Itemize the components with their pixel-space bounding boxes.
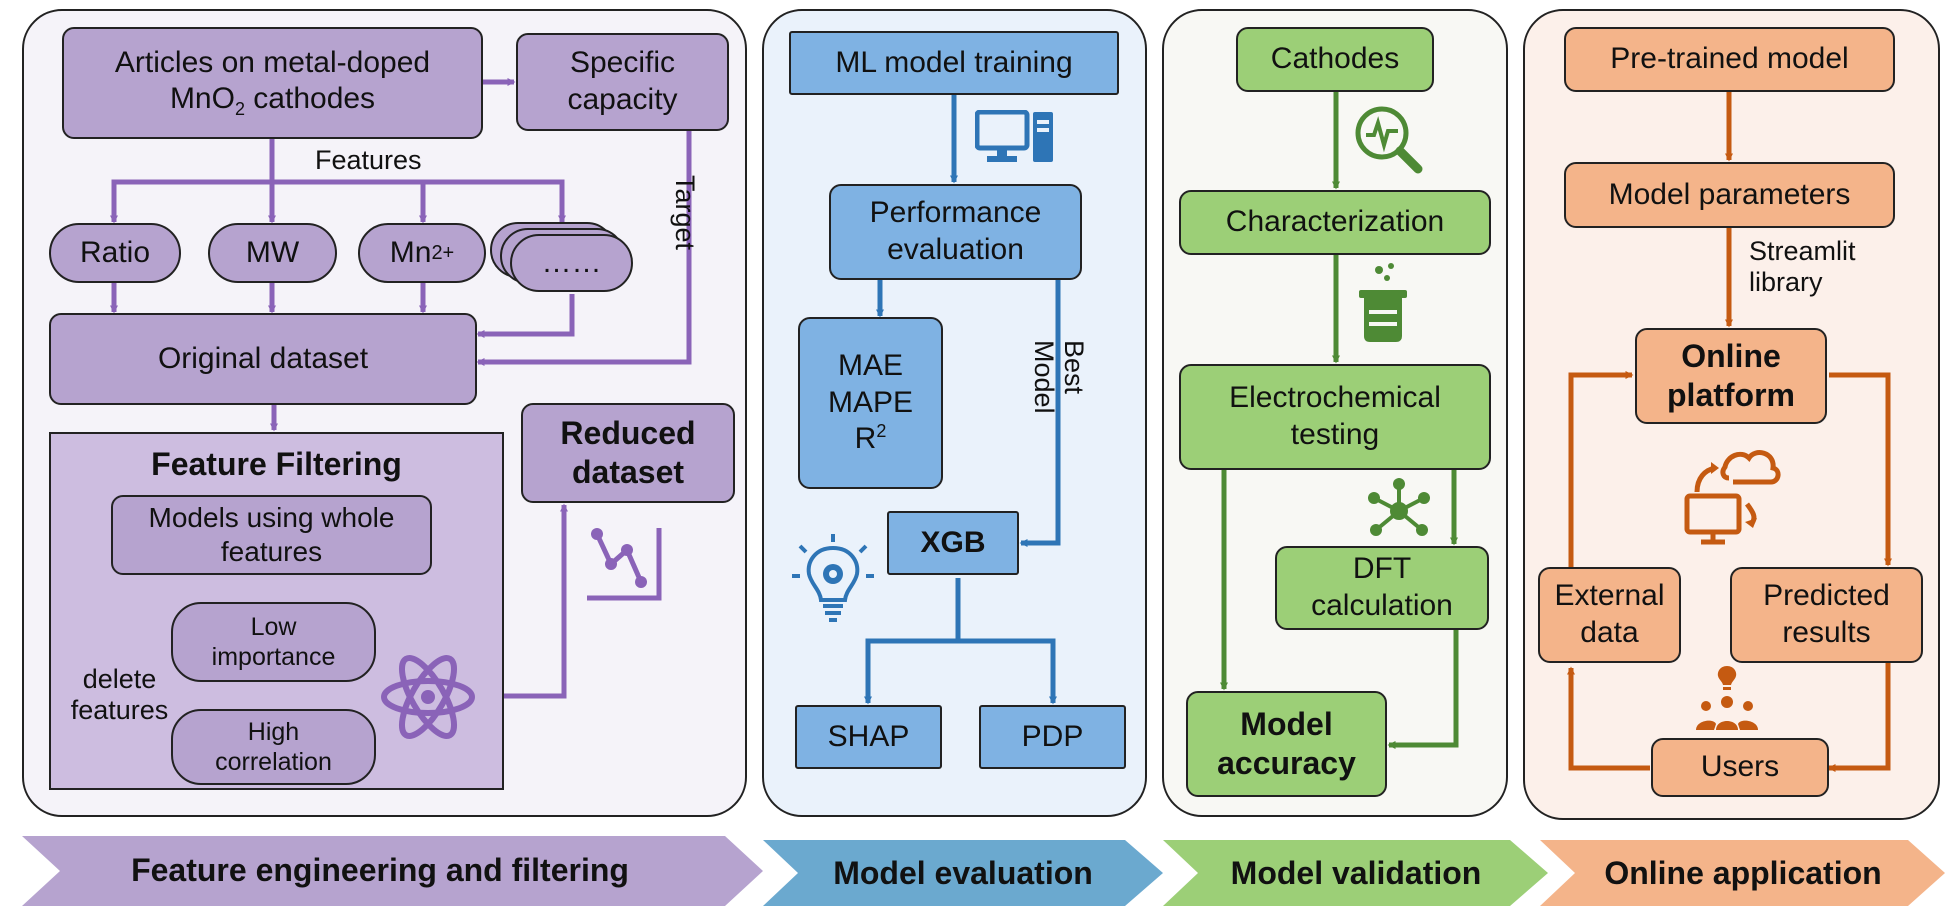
- characterization-box: Characterization: [1179, 190, 1491, 255]
- xgb-box: XGB: [887, 511, 1019, 575]
- pretrained-model-box: Pre-trained model: [1564, 27, 1895, 92]
- predicted-results-box: Predicted results: [1730, 567, 1923, 663]
- stage1-arrow: [22, 836, 763, 906]
- lightbulb-gear-icon: [792, 534, 874, 622]
- feature-filtering-title: Feature Filtering: [151, 446, 402, 482]
- delete-features-label: delete features: [70, 664, 169, 726]
- pdp-box: PDP: [979, 705, 1126, 769]
- stage2-label: Model evaluation: [833, 855, 1093, 891]
- stage1-label: Feature engineering and filtering: [131, 852, 629, 888]
- feature-more: ……: [510, 234, 633, 292]
- high-correlation-box: High correlation: [171, 709, 376, 785]
- metric-mape: MAPE: [827, 385, 914, 419]
- ml-training-box: ML model training: [789, 31, 1119, 95]
- scatter-chart-icon: [587, 528, 662, 601]
- online-platform-box: Online platform: [1635, 328, 1827, 424]
- streamlit-library-label: Streamlit library: [1749, 236, 1856, 298]
- stage2-arrow: [763, 840, 1163, 906]
- stage4-label: Online application: [1604, 855, 1882, 891]
- model-parameters-box: Model parameters: [1564, 162, 1895, 228]
- articles-line2: MnO2 cathodes: [169, 82, 376, 120]
- metric-mae: MAE: [837, 349, 903, 383]
- computer-icon: [975, 110, 1053, 162]
- stage4-arrow: [1540, 840, 1945, 906]
- magnifier-pulse-icon: [1355, 106, 1423, 174]
- articles-line1: Articles on metal-doped: [114, 45, 431, 79]
- articles-box: Articles on metal-doped MnO2 cathodes: [62, 27, 483, 139]
- feature-ratio: Ratio: [49, 223, 181, 283]
- stage3-label: Model validation: [1230, 855, 1482, 891]
- specific-capacity-box: Specific capacity: [516, 33, 729, 131]
- shap-box: SHAP: [795, 705, 942, 769]
- molecule-network-icon: [1368, 478, 1430, 536]
- low-importance-box: Low importance: [171, 602, 376, 682]
- dft-calculation-box: DFT calculation: [1275, 546, 1489, 630]
- metric-r2: R2: [854, 421, 887, 456]
- feature-mw: MW: [208, 223, 337, 283]
- external-data-box: External data: [1538, 567, 1681, 663]
- original-dataset-box: Original dataset: [49, 313, 477, 405]
- performance-evaluation-box: Performance evaluation: [829, 184, 1082, 280]
- users-box: Users: [1651, 738, 1829, 797]
- atom-icon: [381, 655, 475, 739]
- users-idea-icon: [1696, 666, 1758, 730]
- model-accuracy-box: Model accuracy: [1186, 691, 1387, 797]
- models-whole-features-box: Models using whole features: [111, 495, 432, 575]
- features-label: Features: [315, 145, 422, 175]
- cloud-sync-icon: [1684, 450, 1781, 545]
- beaker-icon: [1359, 263, 1407, 342]
- cathodes-box: Cathodes: [1236, 27, 1434, 92]
- stage3-arrow: [1163, 840, 1548, 906]
- reduced-dataset-box: Reduced dataset: [521, 403, 735, 503]
- metrics-box: MAE MAPE R2: [798, 317, 943, 489]
- electrochemical-testing-box: Electrochemical testing: [1179, 364, 1491, 470]
